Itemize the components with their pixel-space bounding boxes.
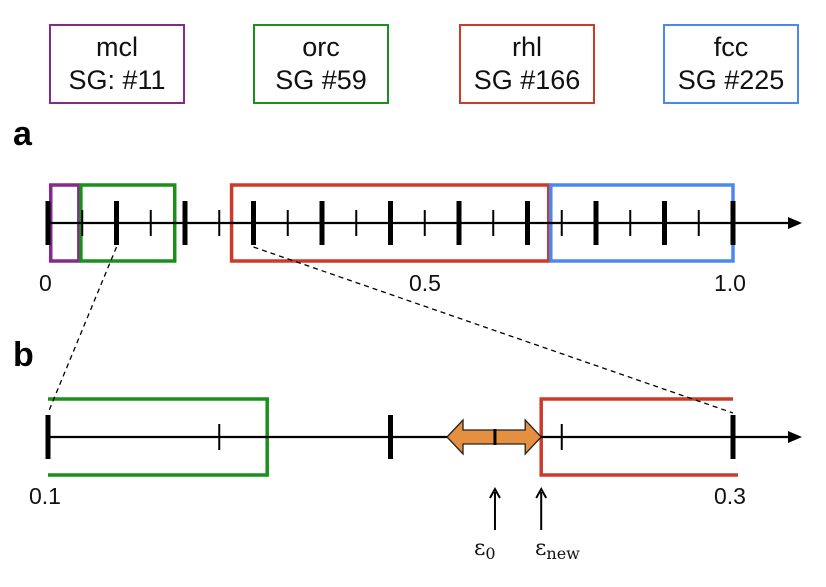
panel-b-axis-arrowhead (788, 431, 802, 443)
epsilon-0-label: ε0 (474, 536, 496, 563)
panel-a-axis-arrowhead (788, 217, 802, 229)
epsilon-pointer-head-new (535, 486, 548, 499)
epsilon-pointer-head-0 (489, 486, 501, 499)
zoom-guide-left (47, 246, 118, 414)
panel-b-label: b (13, 336, 34, 374)
epsilon-0-subscript: 0 (485, 544, 496, 563)
legend-fcc-name: fcc (713, 32, 749, 62)
legend-mcl-sg: SG: #11 (68, 65, 166, 95)
epsilon-new-label: εnew (535, 536, 580, 563)
legend-fcc-sg: SG #225 (677, 65, 785, 95)
zoom-guide-right (253, 246, 734, 414)
panel-a-tick-label-0.5: 0.5 (409, 270, 441, 296)
legend-rhl: rhl SG #166 (459, 24, 595, 104)
legend-mcl-name: mcl (96, 32, 138, 62)
panel-b-tick-label-0.3: 0.3 (714, 483, 746, 509)
epsilon-0-symbol: ε (474, 536, 486, 561)
legend-mcl: mcl SG: #11 (49, 24, 185, 104)
panel-a-tick-label-1.0: 1.0 (714, 270, 746, 296)
legend-orc-name: orc (302, 32, 340, 62)
legend-orc: orc SG #59 (253, 24, 389, 104)
epsilon-new-symbol: ε (535, 536, 547, 561)
panel-a-label: a (13, 115, 32, 153)
panel-b-tick-label-0.1: 0.1 (29, 483, 61, 509)
legend-rhl-name: rhl (511, 32, 542, 62)
legend-fcc: fcc SG #225 (663, 24, 799, 104)
panel-a-tick-label-0: 0 (39, 270, 52, 296)
epsilon-new-subscript: new (546, 544, 580, 563)
legend-orc-sg: SG #59 (275, 65, 367, 95)
legend-rhl-sg: SG #166 (473, 65, 581, 95)
